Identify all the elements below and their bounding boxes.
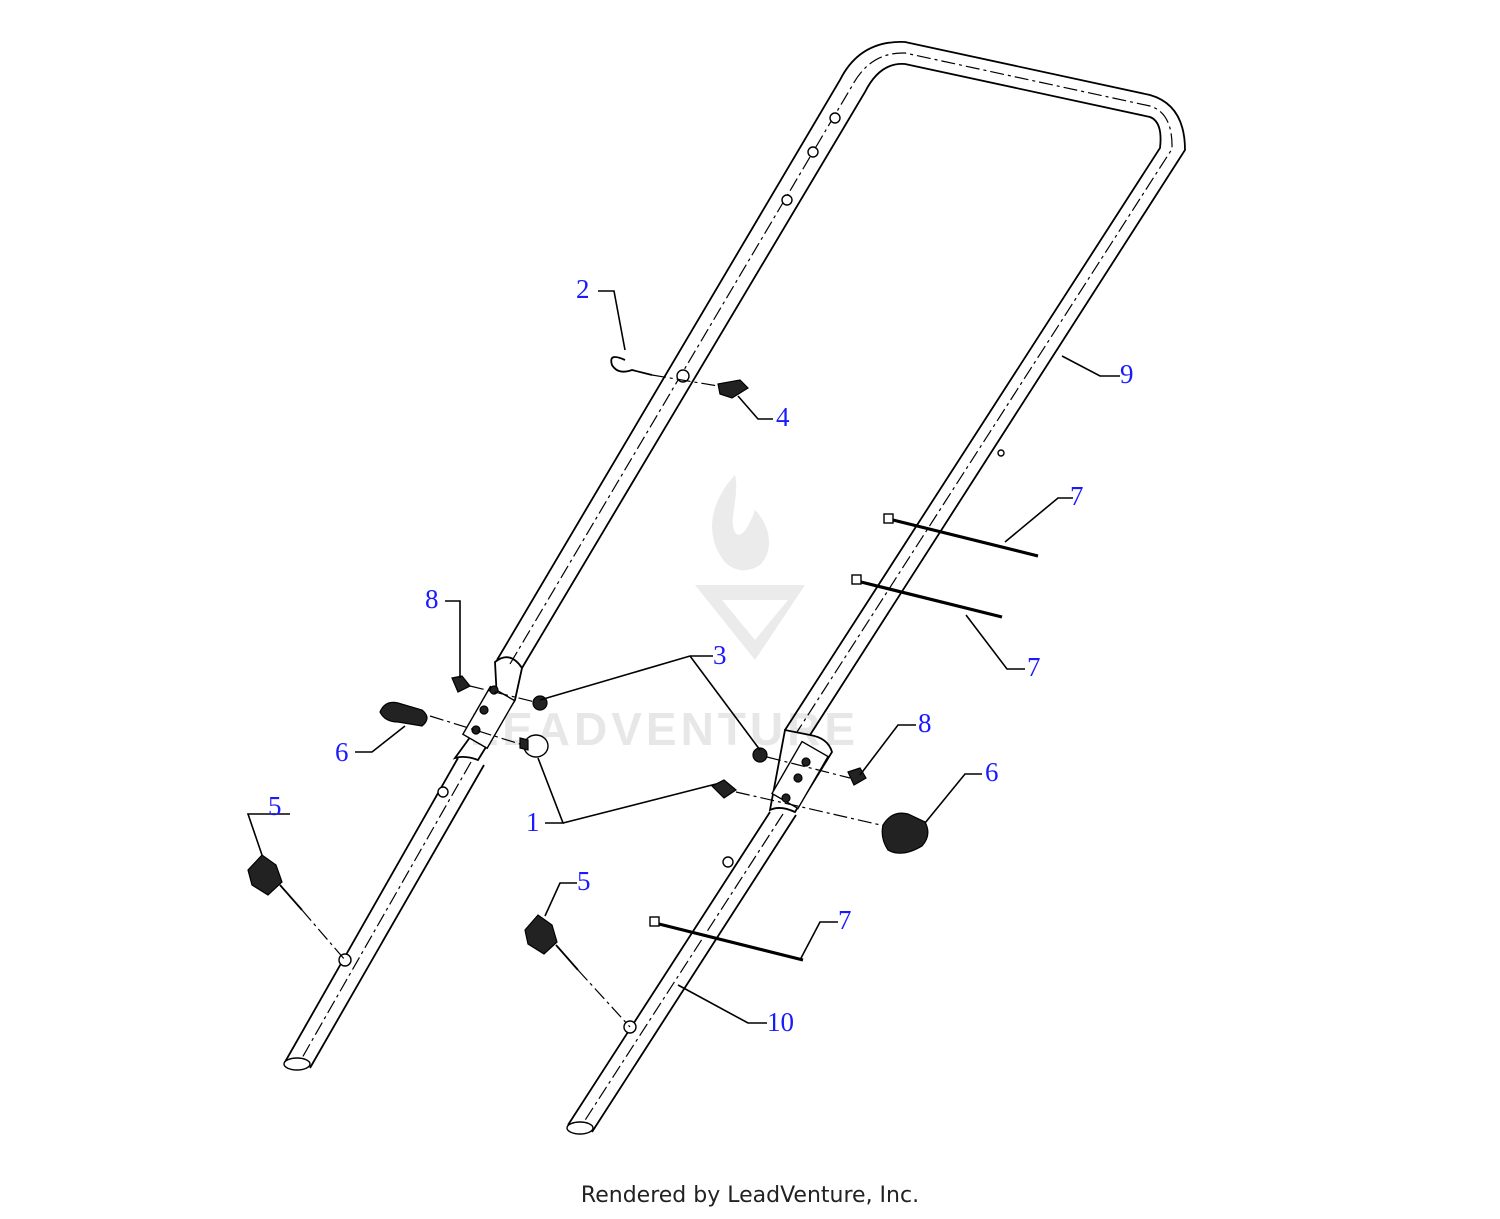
upper-handle [496, 41, 1186, 736]
carriage-bolt-right [710, 779, 886, 827]
callout-6-left: 6 [335, 737, 349, 767]
cable-tie-upper [883, 513, 1039, 558]
callouts: 2 4 8 3 6 5 1 7 7 9 8 6 5 7 10 [268, 274, 1134, 1037]
callout-6-right: 6 [985, 757, 999, 787]
callout-7-lower: 7 [838, 905, 852, 935]
callout-7-middle: 7 [1027, 652, 1041, 682]
lower-handle-left [283, 757, 485, 1071]
right-pivot-bracket [768, 728, 833, 814]
leadventure-watermark: LEADVENTURE [470, 475, 855, 755]
left-pivot-bracket [452, 656, 523, 762]
leader-lines [246, 290, 1120, 1024]
cable-tie-middle [851, 574, 1003, 619]
flange-bolt-left [451, 675, 536, 703]
callout-8-right: 8 [918, 708, 932, 738]
callout-8-left: 8 [425, 584, 439, 614]
callout-9: 9 [1120, 359, 1134, 389]
callout-3: 3 [713, 640, 727, 670]
rope-guide-nut [717, 379, 749, 399]
quick-knob-right [524, 914, 631, 1028]
callout-5-left: 5 [268, 791, 282, 821]
handle-hole [829, 112, 841, 124]
lower-handle-right [566, 811, 797, 1135]
wing-knob-right [881, 812, 929, 854]
callout-4: 4 [776, 402, 790, 432]
handle-hole [997, 449, 1005, 457]
carriage-bolt-left [429, 715, 549, 758]
callout-1: 1 [526, 807, 540, 837]
handle-hole [781, 194, 793, 206]
rendered-by-footer: Rendered by LeadVenture, Inc. [580, 1183, 920, 1208]
callout-2: 2 [576, 274, 590, 304]
wing-knob-left [379, 701, 428, 727]
handle-hole [807, 146, 819, 158]
callout-7-upper: 7 [1070, 481, 1084, 511]
lock-nut-right [752, 747, 851, 779]
callout-10: 10 [767, 1007, 794, 1037]
callout-5-right: 5 [577, 866, 591, 896]
rope-guide [610, 356, 731, 389]
quick-knob-left [247, 854, 346, 961]
cable-tie-lower [649, 916, 804, 962]
